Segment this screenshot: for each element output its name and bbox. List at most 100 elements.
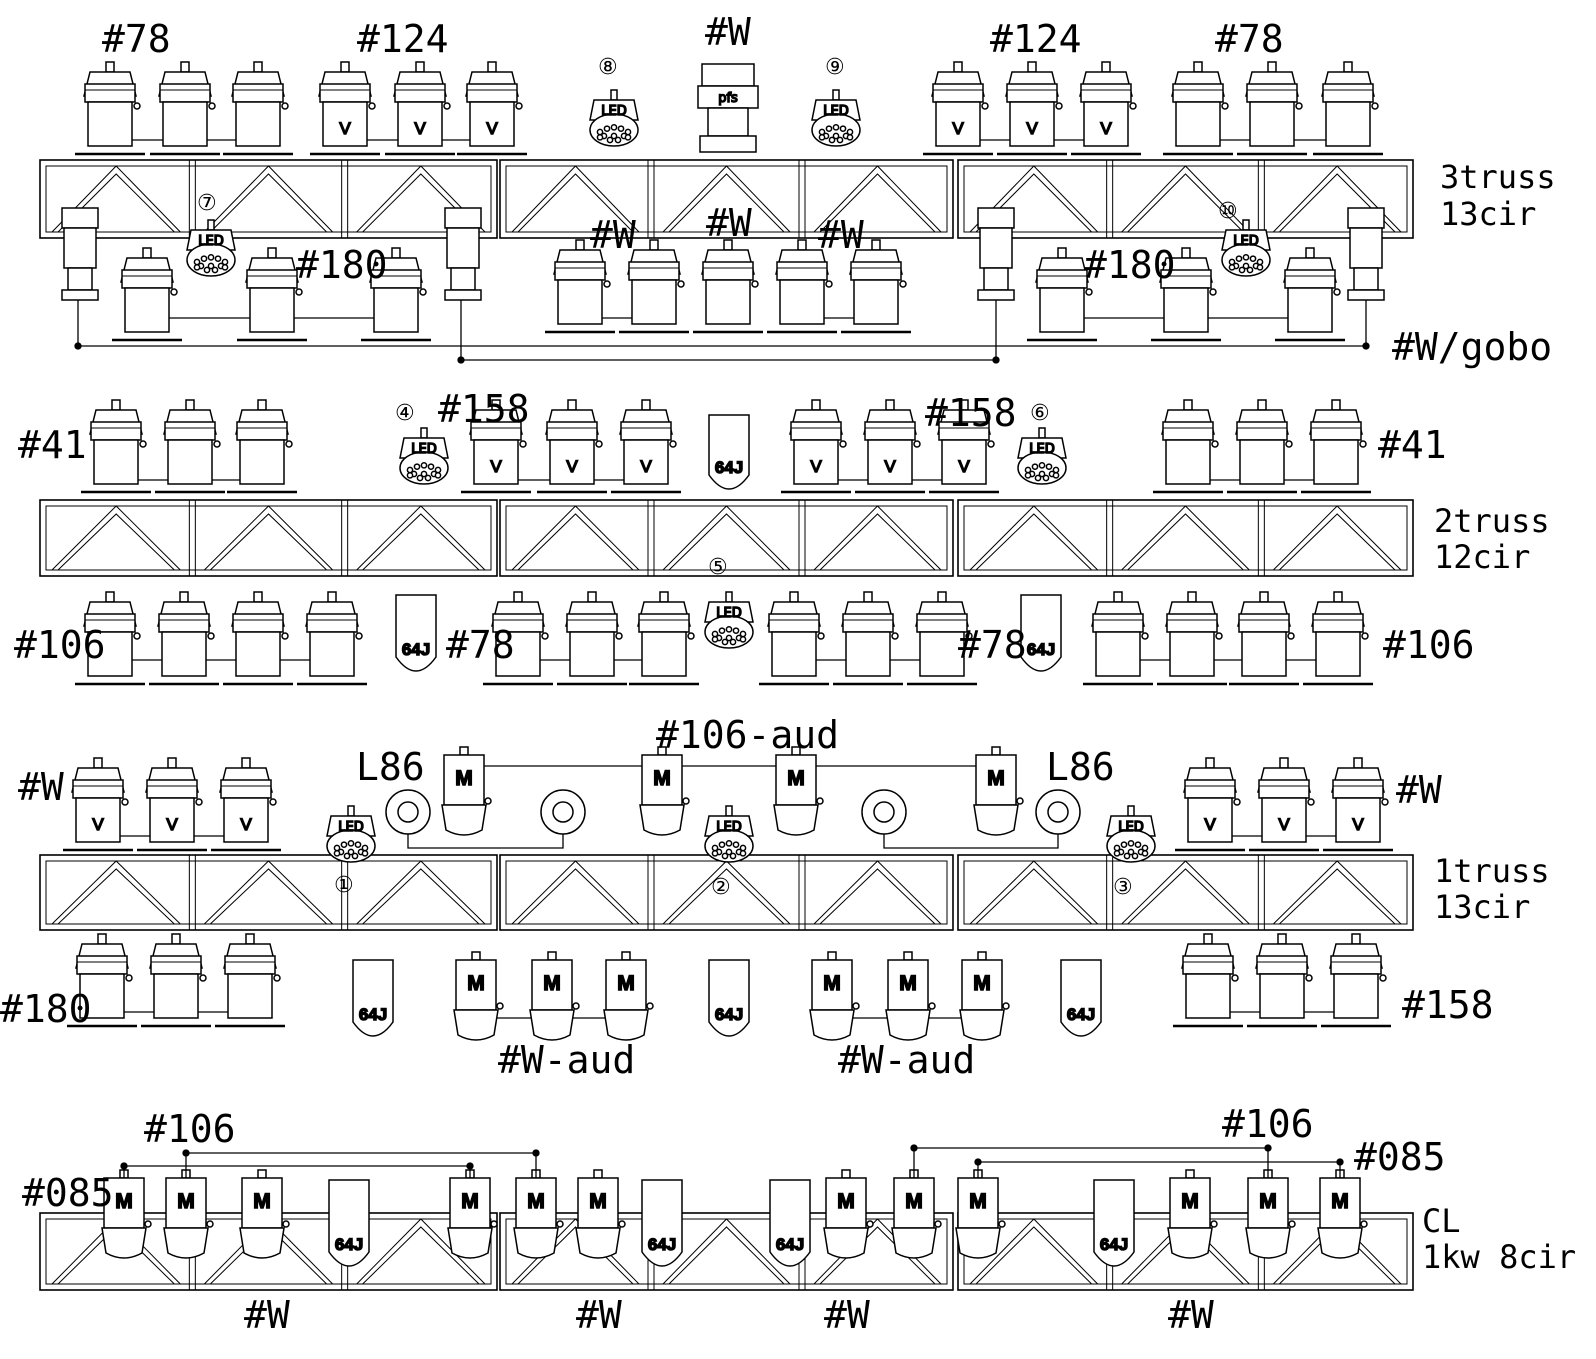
profile-spot-49 <box>1303 591 1373 686</box>
wire-node-8 <box>532 1149 540 1157</box>
led-number-5: ⑤ <box>708 555 728 580</box>
profile-spot-29: V <box>611 399 681 494</box>
par-64j-1truss-1: 64J <box>352 959 394 1037</box>
fixture-letter: V <box>240 815 252 834</box>
fixture-letter: M <box>617 972 635 995</box>
truss-label-1truss-line1: 1truss <box>1434 852 1550 890</box>
fixture-letter: V <box>958 457 970 476</box>
wire-node-7 <box>182 1149 190 1157</box>
profile-spot-2 <box>150 61 220 156</box>
profile-spot-23 <box>1275 247 1345 342</box>
profile-spot-12 <box>1313 61 1383 156</box>
moving-fixture-83: M <box>1317 1169 1368 1259</box>
par-64j-1truss-2: 64J <box>708 959 750 1037</box>
led-fixture-7: LED <box>186 219 236 277</box>
par-64j-cl-4: 64J <box>1093 1179 1135 1267</box>
truss-3truss-section-3 <box>957 159 1414 239</box>
moving-fixture-56: M <box>441 746 492 836</box>
truss-label-2truss-line2: 12cir <box>1434 538 1530 576</box>
flood-2 <box>540 789 586 835</box>
profile-spot-61 <box>141 933 211 1028</box>
profile-spot-19 <box>767 239 837 334</box>
moving-fixture-72: M <box>101 1169 152 1259</box>
led-text: LED <box>1233 234 1258 249</box>
label-1truss-l86-left: L86 <box>356 745 425 789</box>
led-number-4: ④ <box>395 401 415 426</box>
label-cl-w-2: #W <box>576 1293 622 1337</box>
moving-fixture-57: M <box>639 746 690 836</box>
fixture-letter: V <box>952 119 964 138</box>
led-text: LED <box>716 820 741 835</box>
profile-spot-48 <box>1229 591 1299 686</box>
led-fixture-4: LED <box>399 427 449 485</box>
label-1truss-106-aud: #106-aud <box>656 713 839 757</box>
led-text: LED <box>1029 442 1054 457</box>
profile-spot-26 <box>227 399 297 494</box>
fixture-letter: V <box>566 457 578 476</box>
profile-spot-46 <box>1083 591 1153 686</box>
profile-spot-33 <box>1153 399 1223 494</box>
wire-node-6 <box>466 1162 474 1170</box>
led-fixture-5: LED <box>704 591 754 649</box>
label-2truss-106-right: #106 <box>1383 623 1475 667</box>
moving-fixture-77: M <box>575 1169 626 1259</box>
profile-spot-17 <box>619 239 689 334</box>
label-2truss-78-right: #78 <box>958 623 1027 667</box>
led-text: LED <box>716 606 741 621</box>
profile-spot-10 <box>1163 61 1233 156</box>
label-2truss-106-left: #106 <box>14 623 106 667</box>
profile-spot-9: V <box>1071 61 1141 156</box>
fixture-letter: V <box>414 119 426 138</box>
par-64j-text: 64J <box>715 458 743 477</box>
fixture-letter: M <box>987 767 1005 790</box>
label-cl-085-left: #085 <box>22 1171 114 1215</box>
profile-spot-5: V <box>385 61 455 156</box>
par-64j-text: 64J <box>1100 1235 1128 1254</box>
truss-1truss-section-1 <box>39 854 498 931</box>
label-1truss-w-right: #W <box>1396 768 1442 812</box>
profile-spot-30: V <box>781 399 851 494</box>
profile-spot-37 <box>149 591 219 686</box>
led-fixture-2: LED <box>704 805 754 863</box>
profile-spot-44 <box>833 591 903 686</box>
label-2truss-41-right: #41 <box>1378 423 1447 467</box>
fixture-letter: V <box>339 119 351 138</box>
truss-label-cl-line2: 1kw 8cir <box>1422 1238 1576 1276</box>
par-64j-text: 64J <box>648 1235 676 1254</box>
led-text: LED <box>601 104 626 119</box>
wire-node-2 <box>1362 342 1370 350</box>
gobo-mover-1 <box>61 207 99 301</box>
label-1truss-w-aud-left: #W-aud <box>498 1038 635 1082</box>
label-cl-085-right: #085 <box>1354 1135 1446 1179</box>
par-64j-1truss-3: 64J <box>1060 959 1102 1037</box>
fixture-letter: M <box>1181 1190 1199 1213</box>
fixture-letter: V <box>486 119 498 138</box>
par-64j-text: 64J <box>335 1235 363 1254</box>
led-number-1: ① <box>334 873 354 898</box>
profile-spot-24 <box>81 399 151 494</box>
label-cl-106-right: #106 <box>1222 1102 1314 1146</box>
truss-1truss-section-3 <box>957 854 1414 931</box>
profile-spot-21 <box>1027 247 1097 342</box>
par-64j-2truss-right: 64J <box>1020 594 1062 672</box>
fixture-letter: M <box>253 1190 271 1213</box>
fixture-letter: V <box>1204 815 1216 834</box>
fixture-letter: M <box>543 972 561 995</box>
label-1truss-w-left: #W <box>18 765 64 809</box>
truss-3truss-section-1 <box>39 159 498 239</box>
profile-spot-7: V <box>923 61 993 156</box>
label-1truss-w-aud-right: #W-aud <box>838 1038 975 1082</box>
led-fixture-1: LED <box>326 805 376 863</box>
profile-spot-31: V <box>855 399 925 494</box>
fixture-letter: M <box>973 972 991 995</box>
fixture-letter: M <box>527 1190 545 1213</box>
moving-fixture-59: M <box>973 746 1024 836</box>
fixture-letter: M <box>1259 1190 1277 1213</box>
par-64j-text: 64J <box>1027 640 1055 659</box>
fixture-letter: M <box>177 1190 195 1213</box>
truss-2truss-section-1 <box>39 499 498 577</box>
led-number-10: ⑩ <box>1218 199 1238 224</box>
moving-fixture-58: M <box>773 746 824 836</box>
par-64j-2truss-left: 64J <box>395 594 437 672</box>
